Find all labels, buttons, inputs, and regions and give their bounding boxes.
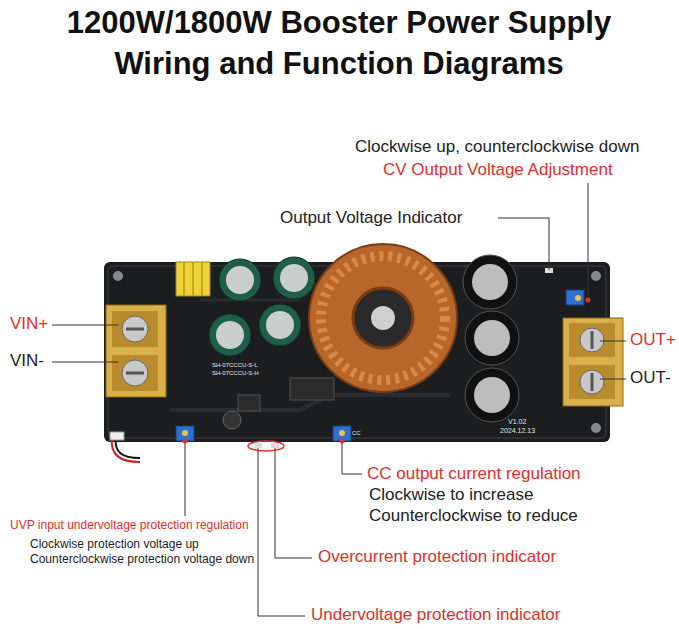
- instruction-text: Counterclockwise to reduce: [369, 506, 578, 526]
- capacitor: [465, 311, 519, 365]
- screw-slot: [126, 328, 144, 331]
- capacitor-top: [474, 320, 510, 356]
- leader-dot: [586, 298, 591, 303]
- capacitor-top: [474, 377, 510, 413]
- leader-dot: [340, 439, 345, 444]
- terminal-screw: [122, 316, 148, 342]
- screw-slot: [591, 373, 594, 391]
- inductor-windings: [321, 256, 445, 380]
- cv-potentiometer: [566, 290, 584, 305]
- function-label: UVP input undervoltage protection regula…: [10, 519, 249, 533]
- uvp-led: [254, 443, 262, 448]
- instruction-text: Clockwise up, counterclockwise down: [355, 137, 639, 157]
- page-title: 1200W/1800W Booster Power Supply Wiring …: [39, 2, 639, 84]
- fuse-block: [176, 262, 210, 296]
- fuse-ribs: [184, 262, 202, 296]
- function-label: CC output current regulation: [367, 464, 581, 484]
- inductor-center: [371, 306, 395, 330]
- silkscreen-text: SH-07CCCU-S-L: [212, 362, 258, 369]
- terminal-slot: [569, 365, 615, 399]
- terminal-slot: [569, 323, 615, 357]
- leader-line: [185, 441, 186, 516]
- terminal-screw: [580, 370, 604, 394]
- screw-slot: [591, 331, 594, 349]
- capacitor: [465, 368, 519, 422]
- small-inductor: [223, 411, 241, 429]
- leader-line: [342, 441, 362, 474]
- ic-chip: [238, 395, 260, 411]
- capacitor-top: [226, 266, 254, 294]
- screw-slot: [126, 372, 144, 375]
- silkscreen-text: SH-07CCCU-S-H: [212, 370, 259, 377]
- function-label: Output Voltage Indicator: [280, 208, 462, 228]
- function-label: Undervoltage protection indicator: [311, 605, 560, 625]
- ocp-led: [271, 443, 279, 448]
- silkscreen-text: V1.02: [508, 418, 526, 426]
- capacitor: [273, 257, 315, 299]
- mount-hole: [591, 423, 601, 433]
- capacitor: [463, 255, 517, 309]
- led-highlight: [248, 441, 284, 451]
- capacitor-top: [472, 264, 508, 300]
- inductor-core: [353, 288, 413, 348]
- capacitor: [209, 314, 251, 356]
- capacitor: [259, 304, 301, 346]
- pot-screw: [182, 430, 188, 436]
- leader-lines: [52, 183, 626, 616]
- function-label: Overcurrent protection indicator: [318, 547, 556, 567]
- mount-hole: [113, 271, 123, 281]
- instruction-text: Clockwise to increase: [369, 485, 533, 505]
- leader-line: [600, 379, 626, 380]
- terminal-screw: [580, 328, 604, 352]
- terminal-label: OUT+: [630, 330, 676, 350]
- input-capacitors: [209, 257, 315, 356]
- capacitor-top: [216, 321, 244, 349]
- leader-line: [52, 362, 118, 363]
- inductor-coil: [309, 244, 457, 392]
- instruction-text: Counterclockwise protection voltage down: [30, 553, 254, 567]
- toroid-inductor: [309, 244, 457, 392]
- terminal-label: OUT-: [630, 368, 671, 388]
- leader-line: [588, 183, 589, 300]
- leader-line: [258, 448, 305, 616]
- leader-line: [275, 448, 312, 558]
- terminal-screw: [122, 360, 148, 386]
- capacitor-top: [280, 264, 308, 292]
- pot-screw: [575, 295, 581, 301]
- ic-chip: [290, 378, 334, 400]
- instruction-text: Clockwise protection voltage up: [30, 538, 199, 552]
- ntc-connector: [110, 432, 124, 440]
- terminal-label: VIN+: [10, 314, 48, 334]
- pot-screw: [339, 430, 345, 436]
- leader-line: [498, 218, 549, 270]
- leader-dot: [183, 439, 188, 444]
- output-terminal: [563, 318, 623, 406]
- silkscreen-text: 2024.12.13: [500, 427, 535, 435]
- mount-hole: [591, 271, 601, 281]
- capacitor: [219, 259, 261, 301]
- ntc-wire: [116, 438, 140, 458]
- terminal-slot: [112, 355, 158, 391]
- input-terminal: [106, 305, 166, 397]
- silkscreen-text: CC: [352, 430, 361, 437]
- terminal-label: VIN-: [10, 351, 44, 371]
- output-capacitors: [463, 255, 519, 422]
- ntc-wire: [112, 438, 140, 462]
- terminal-slot: [112, 311, 158, 347]
- leader-line: [600, 341, 626, 342]
- leader-line: [52, 325, 118, 326]
- capacitor-top: [266, 311, 294, 339]
- function-label: CV Output Voltage Adjustment: [383, 160, 613, 180]
